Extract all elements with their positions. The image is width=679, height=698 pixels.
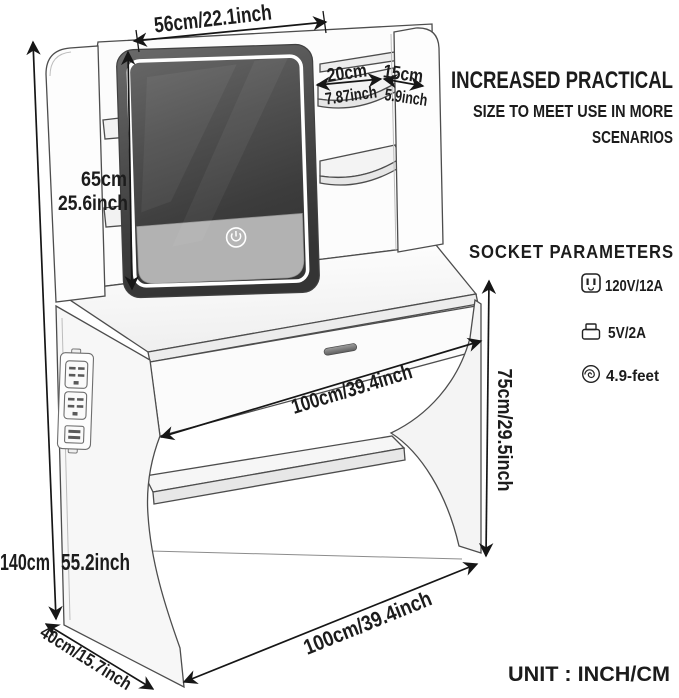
power-strip — [56, 348, 95, 454]
dim-mirror-height: 65cm 25.6inch — [58, 50, 140, 291]
usb-plug-icon — [581, 323, 601, 340]
overall-height-inch-label: 55.2inch — [61, 549, 130, 575]
mirror-height-cm-label: 65cm — [81, 168, 127, 191]
mirror-width-label: 56cm/22.1inch — [153, 0, 273, 38]
socket-item-outlet-label: 120V/12A — [605, 278, 663, 295]
power-outlet-icon — [581, 273, 601, 293]
headline-title: INCREASED PRACTICAL — [451, 67, 673, 94]
touch-power-icon — [225, 227, 247, 248]
unit-note: UNIT : INCH/CM — [508, 663, 670, 686]
mirror-reflection-band — [136, 212, 305, 284]
power-cord-length-icon — [582, 365, 601, 384]
socket-section-title: SOCKET PARAMETERS — [469, 242, 674, 262]
usb-ports — [64, 425, 85, 444]
overall-height-cm-label: 140cm — [0, 549, 50, 575]
led-mirror — [116, 43, 320, 299]
desktop-height-label: 75cm/29.5inch — [493, 369, 515, 492]
dim-overall-height: 140cm 55.2inch — [0, 40, 130, 621]
vanity-illustration — [45, 23, 482, 689]
socket-item-cord-label: 4.9-feet — [606, 368, 660, 385]
dim-shelf-depth-15cm: 15cm 5.9inch — [382, 61, 429, 110]
headline-subtitle-line1: SIZE TO MEET USE IN MORE — [473, 101, 673, 121]
socket-item-usb-label: 5V/2A — [608, 325, 646, 342]
headline: INCREASED PRACTICAL SIZE TO MEET USE IN … — [451, 67, 673, 147]
back-panel-floor-line — [149, 550, 463, 560]
headline-subtitle-line2: SCENARIOS — [592, 127, 673, 147]
dim-desktop-height: 75cm/29.5inch — [478, 279, 515, 558]
bottom-shelf-edge — [152, 447, 406, 505]
dim-base-width: 100cm/39.4inch — [182, 562, 479, 684]
mirror-height-inch-label: 25.6inch — [58, 192, 128, 215]
base-width-label: 100cm/39.4inch — [300, 586, 435, 659]
socket-parameters-section: SOCKET PARAMETERS 120V/12A 5V/2A 4.9-fee… — [469, 242, 674, 385]
hutch-right-tower — [393, 27, 444, 253]
